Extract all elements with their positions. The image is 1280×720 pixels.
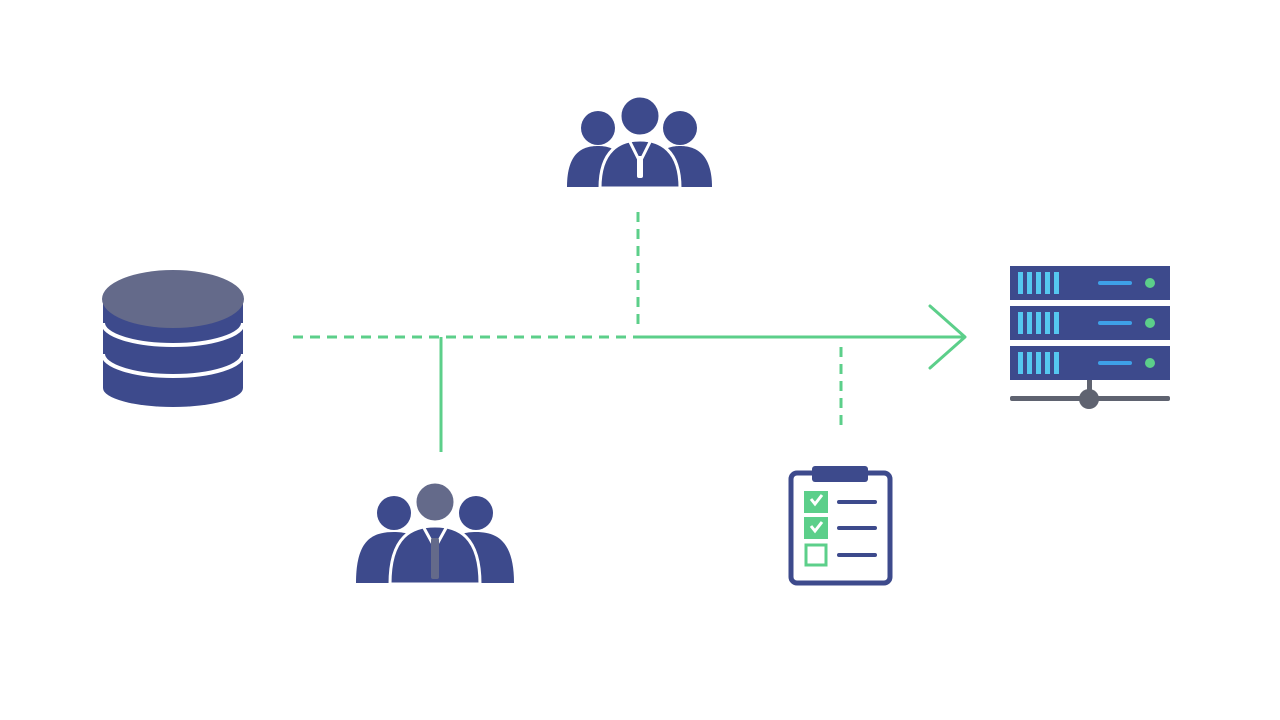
database-icon — [101, 270, 245, 407]
team-icon-top — [567, 94, 712, 190]
clipboard-checklist-icon — [788, 466, 893, 586]
server-rack-icon — [1010, 266, 1170, 409]
connectors — [293, 212, 967, 452]
arrowhead — [928, 304, 967, 370]
team-icon-bottom — [356, 480, 514, 586]
